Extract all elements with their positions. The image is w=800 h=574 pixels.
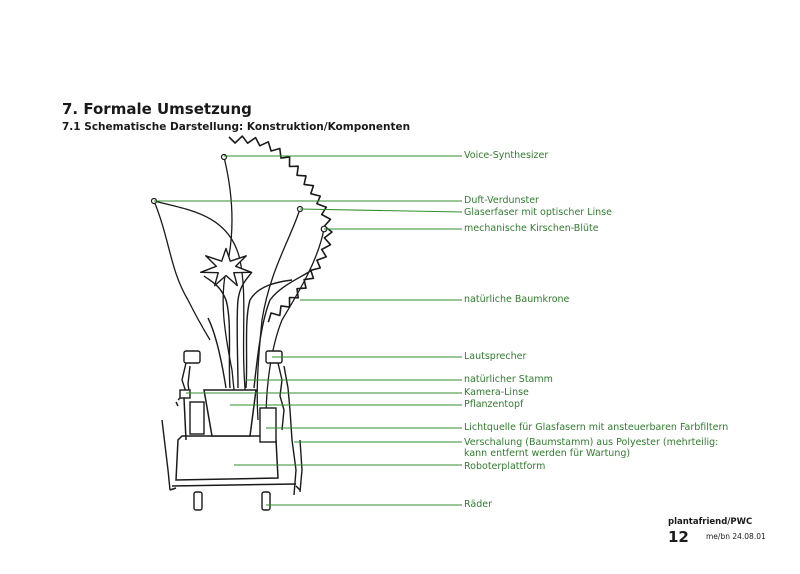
page-title: 7. Formale Umsetzung (62, 100, 252, 118)
speaker-boxes (183, 350, 283, 364)
label-roboterplattform: Roboterplattform (464, 461, 546, 472)
label-stamm: natürlicher Stamm (464, 374, 553, 385)
fiber-endpoints (150, 153, 328, 233)
page-number: 12 (668, 528, 689, 546)
label-baumkrone: natürliche Baumkrone (464, 294, 570, 305)
tree-crown-outline (228, 135, 333, 323)
leader-lines (154, 155, 463, 506)
cherry-blossom-star (200, 247, 252, 287)
label-verschalung: Verschalung (Baumstamm) aus Polyester (m… (464, 437, 719, 459)
flower-pot-sketch (203, 389, 257, 437)
wheels (193, 491, 271, 511)
label-voice-synthesizer: Voice-Synthesizer (464, 150, 549, 161)
light-source-boxes (179, 389, 277, 443)
label-lichtquelle: Lichtquelle für Glasfasern mit ansteuerb… (464, 422, 729, 433)
label-duft-verdunster: Duft-Verdunster (464, 195, 539, 206)
label-lautsprecher: Lautsprecher (464, 351, 527, 362)
tree-trunk-sketch (203, 269, 313, 389)
label-pflanzentopf: Pflanzentopf (464, 399, 524, 410)
label-glasfaser: Glaserfaser mit optischer Linse (464, 207, 612, 218)
label-kamera-linse: Kamera-Linse (464, 387, 529, 398)
footer-date: me/bn 24.08.01 (706, 532, 766, 541)
footer-brand: plantafriend/PWC (668, 517, 753, 527)
label-raeder: Räder (464, 499, 492, 510)
label-kirschen-bluete: mechanische Kirschen-Blüte (464, 223, 599, 234)
section-subtitle: 7.1 Schematische Darstellung: Konstrukti… (62, 121, 411, 133)
